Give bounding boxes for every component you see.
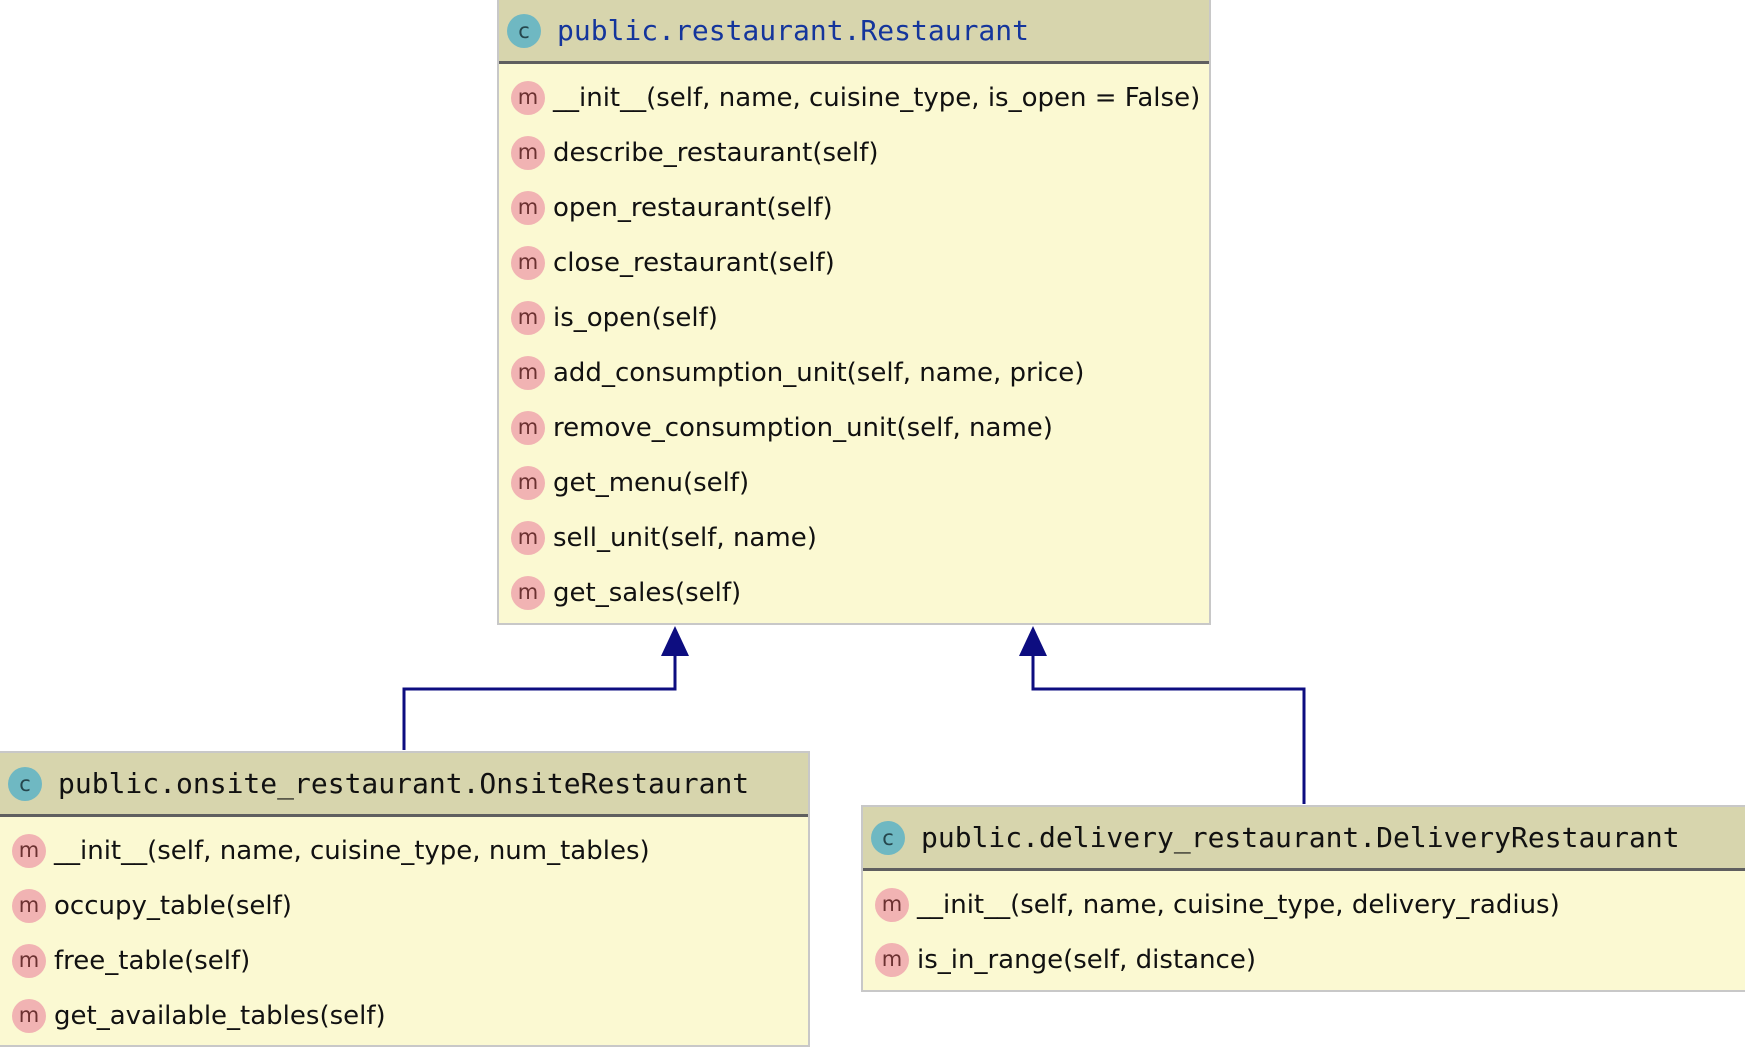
class-header[interactable]: c public.delivery_restaurant.DeliveryRes… xyxy=(863,807,1745,871)
class-header[interactable]: c public.restaurant.Restaurant xyxy=(499,0,1209,64)
method-list: m __init__(self, name, cuisine_type, del… xyxy=(863,871,1745,987)
method-icon: m xyxy=(875,942,909,977)
class-name: public.restaurant.Restaurant xyxy=(557,14,1030,47)
method-icon: m xyxy=(511,355,545,390)
method-row[interactable]: m add_consumption_unit(self, name, price… xyxy=(499,345,1209,400)
onsite-inheritance-arrowhead xyxy=(661,626,689,656)
method-row[interactable]: m __init__(self, name, cuisine_type, num… xyxy=(0,823,808,878)
method-signature: __init__(self, name, cuisine_type, deliv… xyxy=(917,889,1560,920)
method-row[interactable]: m __init__(self, name, cuisine_type, del… xyxy=(863,877,1745,932)
delivery-to-restaurant-edge xyxy=(1031,650,1306,804)
method-signature: close_restaurant(self) xyxy=(553,247,835,278)
delivery-inheritance-arrowhead xyxy=(1019,626,1047,656)
method-signature: is_open(self) xyxy=(553,302,718,333)
method-icon: m xyxy=(511,135,545,170)
method-row[interactable]: m remove_consumption_unit(self, name) xyxy=(499,400,1209,455)
method-row[interactable]: m describe_restaurant(self) xyxy=(499,125,1209,180)
method-icon: m xyxy=(511,190,545,225)
method-signature: occupy_table(self) xyxy=(54,890,292,921)
class-name: public.delivery_restaurant.DeliveryResta… xyxy=(921,821,1680,854)
method-row[interactable]: m free_table(self) xyxy=(0,933,808,988)
class-icon: c xyxy=(8,766,42,801)
method-signature: get_available_tables(self) xyxy=(54,1000,386,1031)
method-icon: m xyxy=(511,245,545,280)
class-header[interactable]: c public.onsite_restaurant.OnsiteRestaur… xyxy=(0,753,808,817)
method-row[interactable]: m sell_unit(self, name) xyxy=(499,510,1209,565)
class-name: public.onsite_restaurant.OnsiteRestauran… xyxy=(58,767,750,800)
method-icon: m xyxy=(12,888,46,923)
method-signature: __init__(self, name, cuisine_type, num_t… xyxy=(54,835,650,866)
method-signature: __init__(self, name, cuisine_type, is_op… xyxy=(553,82,1201,113)
class-icon: c xyxy=(871,820,905,855)
method-signature: free_table(self) xyxy=(54,945,251,976)
method-signature: open_restaurant(self) xyxy=(553,192,833,223)
method-row[interactable]: m get_sales(self) xyxy=(499,565,1209,620)
method-icon: m xyxy=(875,887,909,922)
class-icon: c xyxy=(507,13,541,48)
class-delivery-restaurant[interactable]: c public.delivery_restaurant.DeliveryRes… xyxy=(861,805,1745,992)
onsite-to-restaurant-edge xyxy=(402,650,677,750)
method-row[interactable]: m close_restaurant(self) xyxy=(499,235,1209,290)
method-signature: describe_restaurant(self) xyxy=(553,137,879,168)
method-icon: m xyxy=(511,80,545,115)
method-row[interactable]: m is_in_range(self, distance) xyxy=(863,932,1745,987)
class-restaurant[interactable]: c public.restaurant.Restaurant m __init_… xyxy=(497,0,1211,625)
method-signature: add_consumption_unit(self, name, price) xyxy=(553,357,1085,388)
method-signature: sell_unit(self, name) xyxy=(553,522,817,553)
method-row[interactable]: m get_available_tables(self) xyxy=(0,988,808,1043)
class-onsite-restaurant[interactable]: c public.onsite_restaurant.OnsiteRestaur… xyxy=(0,751,810,1047)
method-signature: get_menu(self) xyxy=(553,467,750,498)
method-list: m __init__(self, name, cuisine_type, num… xyxy=(0,817,808,1043)
method-icon: m xyxy=(12,943,46,978)
method-icon: m xyxy=(511,520,545,555)
method-icon: m xyxy=(12,998,46,1033)
method-icon: m xyxy=(12,833,46,868)
method-icon: m xyxy=(511,410,545,445)
method-icon: m xyxy=(511,465,545,500)
method-row[interactable]: m __init__(self, name, cuisine_type, is_… xyxy=(499,70,1209,125)
method-list: m __init__(self, name, cuisine_type, is_… xyxy=(499,64,1209,620)
method-row[interactable]: m open_restaurant(self) xyxy=(499,180,1209,235)
method-icon: m xyxy=(511,300,545,335)
method-row[interactable]: m get_menu(self) xyxy=(499,455,1209,510)
method-signature: is_in_range(self, distance) xyxy=(917,944,1256,975)
method-signature: get_sales(self) xyxy=(553,577,742,608)
method-signature: remove_consumption_unit(self, name) xyxy=(553,412,1053,443)
method-row[interactable]: m occupy_table(self) xyxy=(0,878,808,933)
method-icon: m xyxy=(511,575,545,610)
method-row[interactable]: m is_open(self) xyxy=(499,290,1209,345)
